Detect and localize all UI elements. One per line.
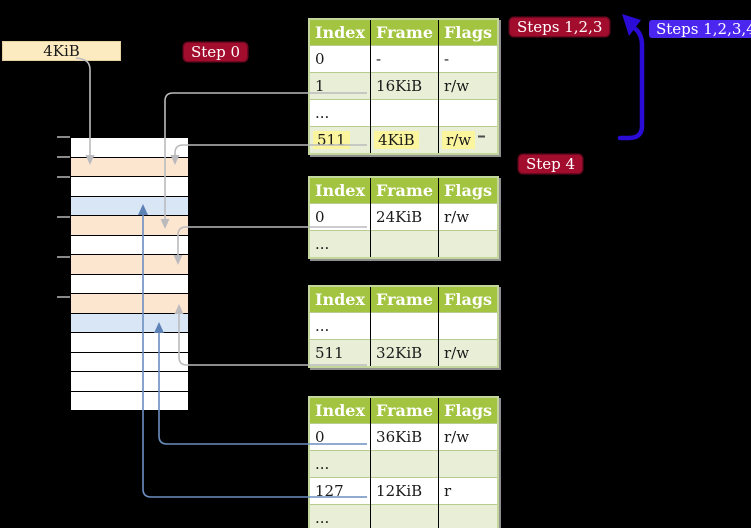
tick-mark: [57, 256, 70, 258]
table-row: 1 16KiB r/w: [309, 72, 499, 100]
cell-frame: 32KiB: [370, 339, 439, 367]
col-header-flags: Flags: [438, 286, 499, 313]
cell-flags: r/w: [438, 203, 499, 231]
memory-row: [71, 138, 188, 158]
table-row: 0 24KiB r/w: [309, 203, 499, 231]
col-header-flags: Flags: [438, 397, 499, 424]
cell-flags: [438, 312, 499, 340]
cell-frame: -: [370, 45, 439, 73]
highlight-mark: 4KiB: [374, 131, 419, 149]
cell-index: ...: [315, 104, 330, 122]
cell-flags: r: [438, 477, 499, 505]
cell-flags: -: [438, 45, 499, 73]
table-row: ...: [309, 504, 499, 528]
cell-frame: 12KiB: [370, 477, 439, 505]
cell-flags: r/w: [438, 423, 499, 451]
table-row: 127 12KiB r: [309, 477, 499, 505]
memory-row-mapped-frame: [71, 313, 188, 333]
cell-flags: [438, 450, 499, 478]
cell-frame: 16KiB: [370, 72, 439, 100]
col-header-frame: Frame: [370, 397, 439, 424]
table-row: ...: [309, 230, 499, 258]
table-row: ...: [309, 312, 499, 340]
cell-frame: 24KiB: [370, 203, 439, 231]
recursive-loop-arrow-icon: [617, 14, 645, 141]
cell-flags: r/w: [438, 339, 499, 367]
steps1234-badge: Steps 1,2,3,4: [649, 20, 751, 38]
page-table-2: Index Frame Flags 0 24KiB r/w ...: [308, 176, 500, 259]
cell-frame: 4KiB: [370, 126, 439, 154]
cell-flags: [438, 230, 499, 258]
memory-row-page-table: [71, 216, 188, 236]
memory-row: [71, 333, 188, 353]
cell-index: 1: [315, 77, 325, 95]
cell-frame: [370, 230, 439, 258]
memory-row: [71, 391, 188, 410]
memory-row: [71, 352, 188, 372]
table-row: ...: [309, 450, 499, 478]
table-row: ...: [309, 99, 499, 127]
cell-frame: 36KiB: [370, 423, 439, 451]
frame-address-label: 4KiB: [2, 41, 121, 61]
table-header-row: Index Frame Flags: [309, 397, 499, 424]
tick-mark: [57, 176, 70, 178]
step0-badge: Step 0: [184, 43, 248, 61]
table-row-highlighted: 511 4KiB r/w: [309, 126, 499, 155]
cell-index: 511: [309, 127, 371, 155]
cell-index: 0: [315, 428, 325, 446]
memory-row-page-table: [71, 255, 188, 275]
cell-index: 0: [315, 50, 325, 68]
cell-frame: [370, 99, 439, 127]
table-header-row: Index Frame Flags: [309, 286, 499, 313]
cell-frame: [370, 504, 439, 528]
table-row: 0 - -: [309, 45, 499, 73]
cell-frame: [370, 312, 439, 340]
col-header-frame: Frame: [370, 19, 439, 46]
page-table-4: Index Frame Flags 0 36KiB r/w ... 127 12…: [308, 396, 500, 528]
highlight-mark: r/w: [442, 131, 476, 149]
memory-row: [71, 177, 188, 197]
col-header-frame: Frame: [370, 177, 439, 204]
cell-flags: [438, 99, 499, 127]
memory-row-page-table: [71, 294, 188, 314]
table-header-row: Index Frame Flags: [309, 177, 499, 204]
cell-flags: r/w: [438, 126, 499, 154]
cell-index: 127: [315, 482, 344, 500]
cell-index: ...: [315, 235, 330, 253]
cell-index: ...: [315, 317, 330, 335]
memory-row-page-table: [71, 157, 188, 177]
cell-index: 511: [315, 344, 344, 362]
cell-flags: [438, 504, 499, 528]
cell-index: 0: [315, 208, 325, 226]
col-header-flags: Flags: [438, 19, 499, 46]
memory-row: [71, 372, 188, 392]
tick-mark: [57, 296, 70, 298]
tick-mark: [57, 136, 70, 138]
page-table-3: Index Frame Flags ... 511 32KiB r/w: [308, 285, 500, 368]
col-header-index: Index: [309, 397, 371, 424]
col-header-frame: Frame: [370, 286, 439, 313]
col-header-flags: Flags: [438, 177, 499, 204]
memory-stack: [70, 137, 189, 411]
step4-badge: Step 4: [519, 155, 583, 173]
col-header-index: Index: [309, 19, 371, 46]
col-header-index: Index: [309, 286, 371, 313]
memory-row-mapped-frame: [71, 196, 188, 216]
tick-mark: [57, 216, 70, 218]
cell-flags: r/w: [438, 72, 499, 100]
cell-index: ...: [315, 509, 330, 527]
highlight-mark: 511: [313, 131, 350, 149]
table-row: 511 32KiB r/w: [309, 339, 499, 367]
memory-row: [71, 274, 188, 294]
memory-row: [71, 235, 188, 255]
tick-mark: [57, 156, 70, 158]
table-header-row: Index Frame Flags: [309, 19, 499, 46]
page-table-1: Index Frame Flags 0 - - 1 16KiB r/w ... …: [308, 18, 500, 155]
cell-frame: [370, 450, 439, 478]
steps123-badge: Steps 1,2,3: [510, 18, 610, 36]
table-row: 0 36KiB r/w: [309, 423, 499, 451]
cell-index: ...: [315, 455, 330, 473]
col-header-index: Index: [309, 177, 371, 204]
